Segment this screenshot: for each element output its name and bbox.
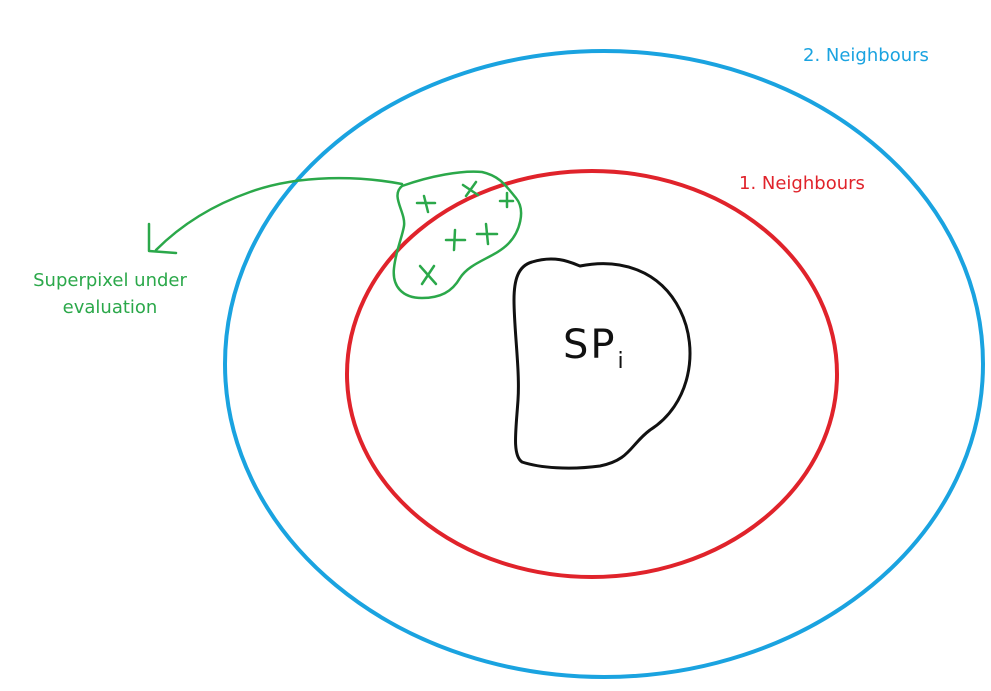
pixel-mark-4: [444, 228, 467, 252]
center-label-main: SP: [563, 322, 617, 368]
pixel-mark-6: [418, 264, 438, 286]
center-superpixel-region: [512, 257, 692, 470]
inner-ring-label: 1. Neighbours: [739, 173, 865, 194]
center-region-label: SPi: [563, 322, 625, 374]
outer-neighbours-ring: [223, 49, 985, 679]
pixel-mark-1: [415, 194, 437, 214]
pointer-arrow-head: [147, 222, 178, 255]
pixel-marks: [415, 180, 515, 286]
pointer-arrow: [154, 176, 404, 252]
pixel-mark-2: [461, 180, 480, 198]
superpixel-label-line2: evaluation: [62, 297, 158, 318]
evaluated-superpixel-region: [392, 170, 523, 300]
outer-ring-label: 2. Neighbours: [803, 45, 929, 66]
pixel-mark-5: [475, 222, 499, 246]
superpixel-label: Superpixel under evaluation: [22, 267, 198, 321]
inner-neighbours-ring: [345, 169, 839, 579]
superpixel-label-line1: Superpixel under: [33, 270, 187, 291]
pixel-mark-3: [498, 191, 515, 209]
center-label-subscript: i: [617, 349, 626, 374]
